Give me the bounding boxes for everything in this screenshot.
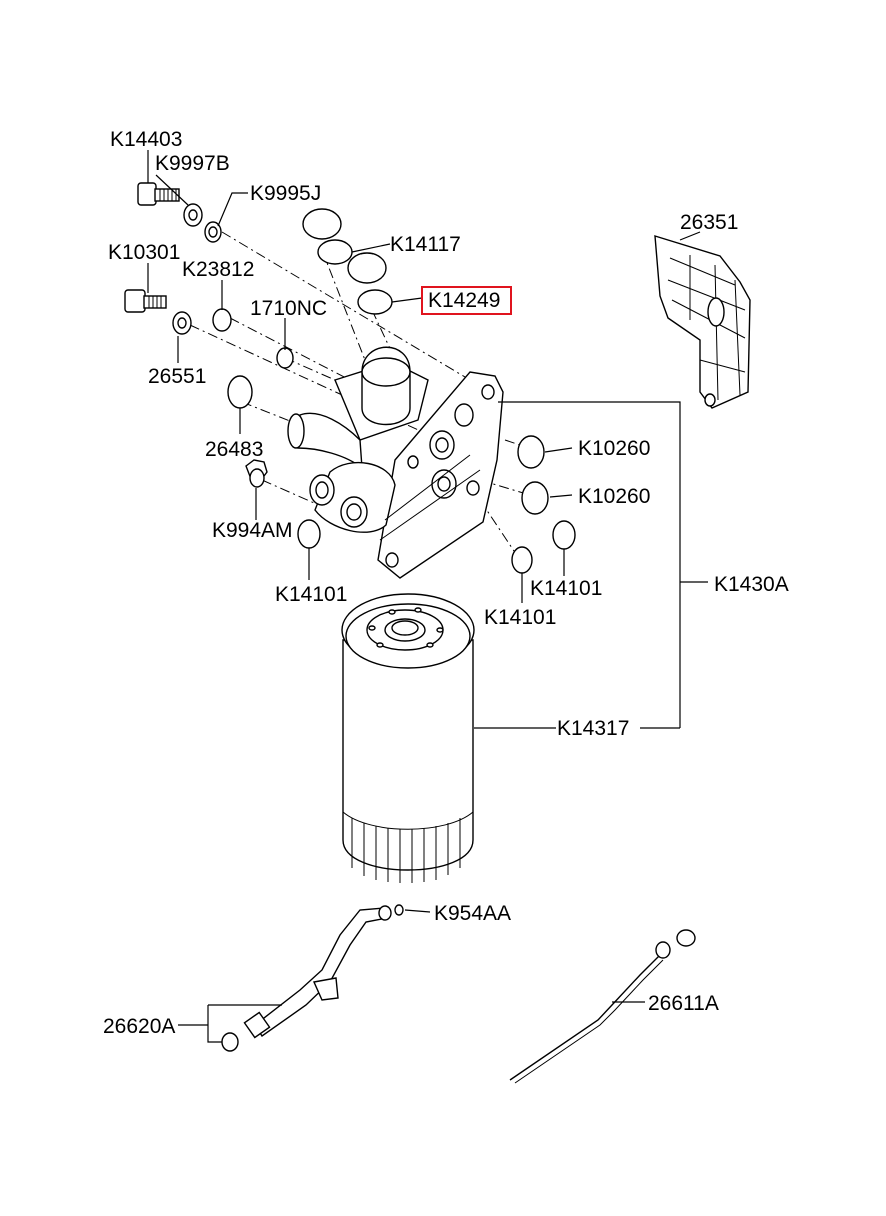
- part-labels: K14403 K9997B K9995J K14117 K14249 26351…: [103, 128, 789, 1038]
- washer-k9995j: [204, 221, 222, 243]
- label-k14249[interactable]: K14249: [428, 289, 500, 312]
- label-k14101-right[interactable]: K14101: [530, 577, 602, 600]
- label-k14317[interactable]: K14317: [557, 717, 629, 740]
- cap-upper: [302, 208, 342, 240]
- label-26551[interactable]: 26551: [148, 365, 206, 388]
- tube-26620a: [221, 904, 404, 1052]
- nut-k994am: [245, 459, 268, 488]
- oring-26483: [227, 375, 253, 409]
- label-k23812[interactable]: K23812: [182, 258, 254, 281]
- bolt-k14403: [137, 182, 180, 206]
- bracket-26351: [654, 235, 751, 409]
- seal-k14249: [357, 289, 393, 315]
- label-k954aa[interactable]: K954AA: [434, 902, 511, 925]
- dipstick-26611a: [509, 929, 696, 1084]
- label-k9995j[interactable]: K9995J: [250, 182, 321, 205]
- label-26620a[interactable]: 26620A: [103, 1015, 175, 1038]
- label-1710nc[interactable]: 1710NC: [250, 297, 327, 320]
- oring-k23812: [212, 308, 232, 332]
- label-k14403[interactable]: K14403: [110, 128, 182, 151]
- highlight-box: [421, 286, 512, 315]
- label-k14117[interactable]: K14117: [390, 233, 461, 256]
- label-26483[interactable]: 26483: [205, 438, 263, 461]
- oring-k14101-right: [552, 520, 576, 550]
- oring-k10260-lower: [521, 481, 549, 515]
- seal-k14117: [317, 239, 353, 265]
- label-k14101-left[interactable]: K14101: [275, 583, 347, 606]
- leader-lines: [147, 150, 708, 1043]
- label-26611a[interactable]: 26611A: [648, 992, 719, 1015]
- washer-k9997b: [183, 203, 203, 227]
- bolt-k10301: [124, 289, 167, 313]
- label-k10260-upper[interactable]: K10260: [578, 437, 650, 460]
- label-k14101-mid[interactable]: K14101: [484, 606, 556, 629]
- oring-k10260-upper: [517, 435, 545, 469]
- label-k994am[interactable]: K994AM: [212, 519, 293, 542]
- oil-filter-housing: [287, 346, 504, 579]
- oring-k14101-mid: [511, 546, 533, 574]
- washer-26551: [172, 311, 192, 335]
- label-k10260-lower[interactable]: K10260: [578, 485, 650, 508]
- oring-k14101-left: [297, 519, 321, 549]
- label-k1430a[interactable]: K1430A: [714, 573, 789, 596]
- oil-filter-k14317: [341, 593, 475, 883]
- label-k9997b[interactable]: K9997B: [155, 152, 230, 175]
- label-k10301[interactable]: K10301: [108, 241, 180, 264]
- label-26351[interactable]: 26351: [680, 211, 738, 234]
- cap-lower: [347, 252, 387, 284]
- oring-1710nc: [276, 347, 294, 369]
